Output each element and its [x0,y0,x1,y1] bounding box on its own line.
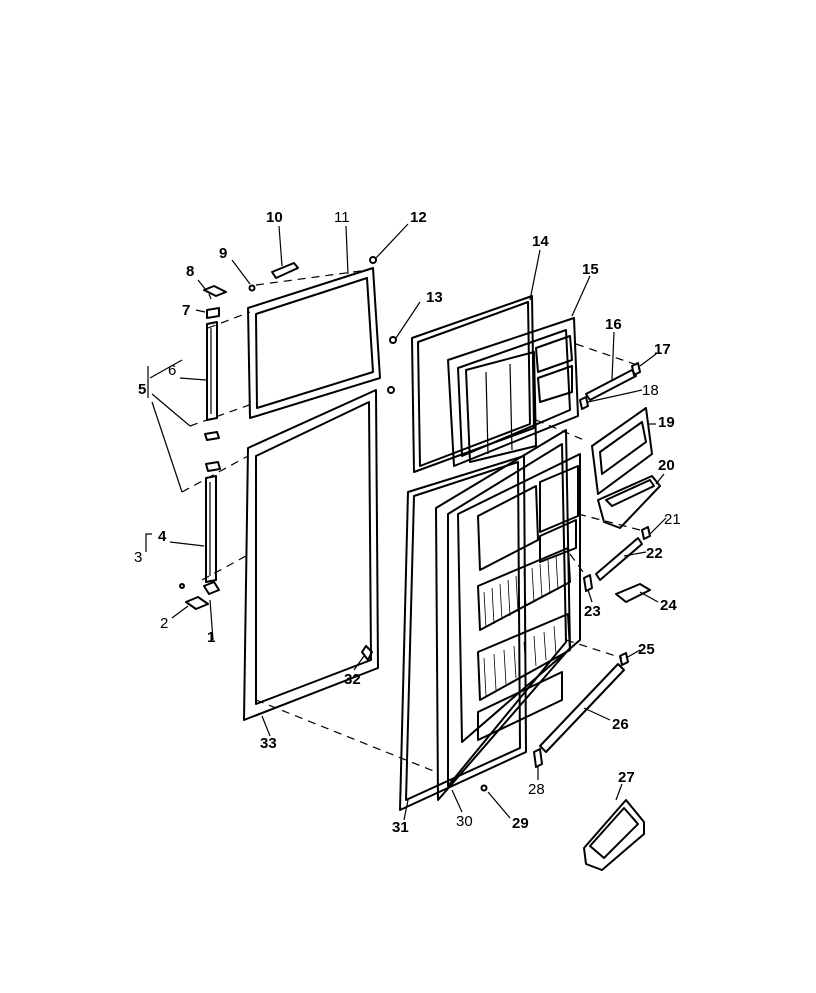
callout-26: 26 [612,716,629,733]
callout-32: 32 [344,671,361,688]
screw-icon [480,784,488,792]
screw-icon [179,583,185,589]
callout-19: 19 [658,414,675,431]
lower-hinge-plate [185,596,209,610]
screw-icon [248,256,397,394]
callout-8: 8 [186,263,194,280]
shelf-retainer-28 [533,748,543,768]
callout-30: 30 [456,813,473,830]
leader-lines [145,223,667,821]
callout-14: 14 [532,233,549,250]
callout-labels: 1 2 3 4 5 6 7 8 9 10 11 12 13 14 15 16 1… [134,209,681,836]
callout-29: 29 [512,815,529,832]
callout-11: 11 [334,209,350,226]
callout-24: 24 [660,597,677,614]
callout-31: 31 [392,819,409,836]
door-shelf-bar-26 [539,663,625,753]
callout-4: 4 [158,528,167,545]
egg-bucket-24 [615,583,651,603]
shelf-retainer-21 [641,526,651,540]
callout-2: 2 [160,615,168,632]
shelf-retainer-23 [583,574,593,592]
fresh-food-door-outer-panel [399,455,527,811]
utility-bin-27 [583,799,645,871]
freezer-shelf-bar-16 [585,369,637,401]
fresh-food-door-liner [435,429,581,801]
alignment-lines [181,269,641,773]
callout-12: 12 [410,209,427,226]
fresh-food-door-gasket [243,389,379,721]
lower-stop-block [205,461,221,472]
gasket-clip-10 [271,262,299,279]
callout-5: 5 [138,381,146,398]
callout-7: 7 [182,302,190,319]
callout-23: 23 [584,603,601,620]
shelf-retainer-25 [619,652,629,666]
callout-33: 33 [260,735,277,752]
callout-6: 6 [168,362,176,379]
freezer-door-gasket [247,267,381,419]
callout-16: 16 [605,316,622,333]
callout-3: 3 [134,549,142,566]
upper-hinge-clip [203,285,227,300]
door-shelf-19 [591,407,653,495]
callout-15: 15 [582,261,599,278]
callout-20: 20 [658,457,675,474]
upper-hinge-pin [206,307,220,319]
callout-27: 27 [618,769,635,786]
lower-hinge-cap [203,581,220,595]
callout-9: 9 [219,245,227,262]
callout-13: 13 [426,289,443,306]
callout-1: 1 [207,629,215,646]
freezer-door-liner [447,317,579,467]
lower-hinge-bracket [205,475,217,583]
shelf-retainer-18 [579,396,589,410]
upper-hinge-bracket [206,321,218,421]
callout-10: 10 [266,209,283,226]
upper-stop-block [204,431,220,441]
callout-25: 25 [638,641,655,658]
door-stop-32 [361,645,373,661]
callout-28: 28 [528,781,545,798]
dairy-compartment-20 [597,475,661,529]
callout-18: 18 [642,382,659,399]
callout-21: 21 [664,511,681,528]
door-shelf-bar-22 [595,537,643,581]
freezer-door-outer-panel [411,295,535,473]
callout-17: 17 [654,341,671,358]
callout-22: 22 [646,545,663,562]
